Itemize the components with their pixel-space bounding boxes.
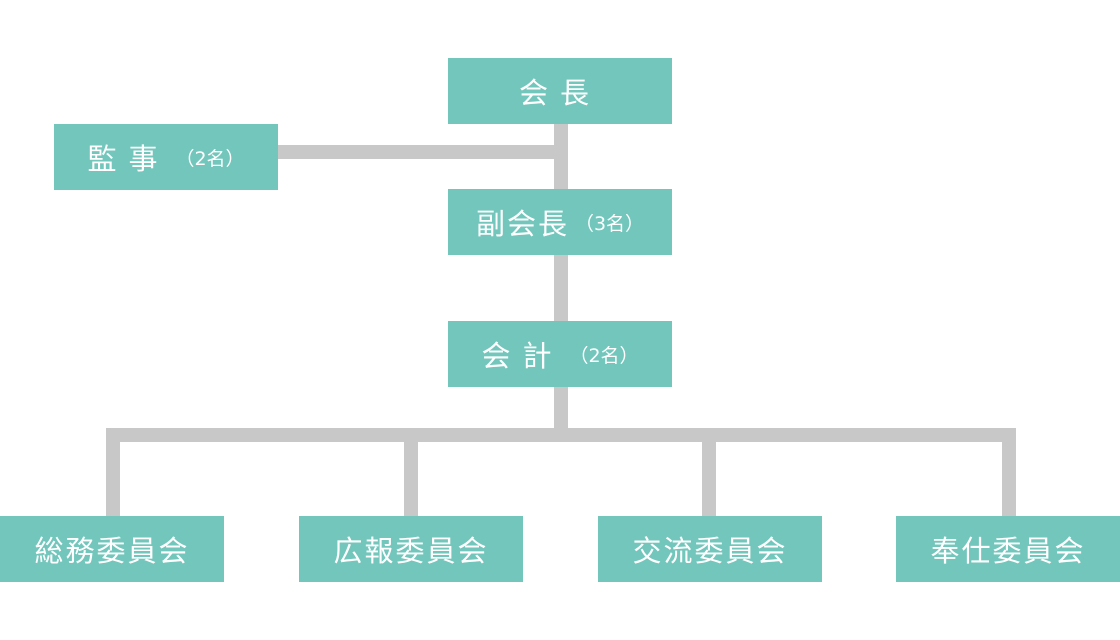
- committee-label: 広報委員会: [333, 534, 489, 568]
- connector-committee-drop-1: [106, 428, 120, 518]
- vice-president-count: （3名）: [574, 212, 645, 235]
- vice-president-label: 副会長: [475, 207, 569, 241]
- treasurer-count: （2名）: [569, 344, 639, 367]
- committee-box-public-relations: 広報委員会: [299, 516, 523, 582]
- treasurer-label: 会計: [481, 339, 564, 373]
- committee-box-exchange: 交流委員会: [598, 516, 822, 582]
- president-box: 会長: [448, 58, 672, 124]
- committee-label: 交流委員会: [632, 534, 788, 568]
- treasurer-box: 会計（2名）: [448, 321, 672, 387]
- connector-auditor-branch: [276, 145, 568, 159]
- committee-box-general-affairs: 総務委員会: [0, 516, 224, 582]
- vice-president-box: 副会長（3名）: [448, 189, 672, 255]
- auditor-label: 監事: [87, 142, 170, 176]
- auditor-count: （2名）: [175, 147, 245, 170]
- president-label: 会長: [518, 76, 601, 110]
- connector-committee-drop-2: [404, 428, 418, 518]
- committee-label: 奉仕委員会: [930, 534, 1086, 568]
- connector-committee-bus: [106, 428, 1016, 442]
- auditor-box: 監事（2名）: [54, 124, 278, 190]
- connector-committee-drop-3: [702, 428, 716, 518]
- connector-committee-drop-4: [1002, 428, 1016, 518]
- committee-label: 総務委員会: [34, 534, 190, 568]
- committee-box-service: 奉仕委員会: [896, 516, 1120, 582]
